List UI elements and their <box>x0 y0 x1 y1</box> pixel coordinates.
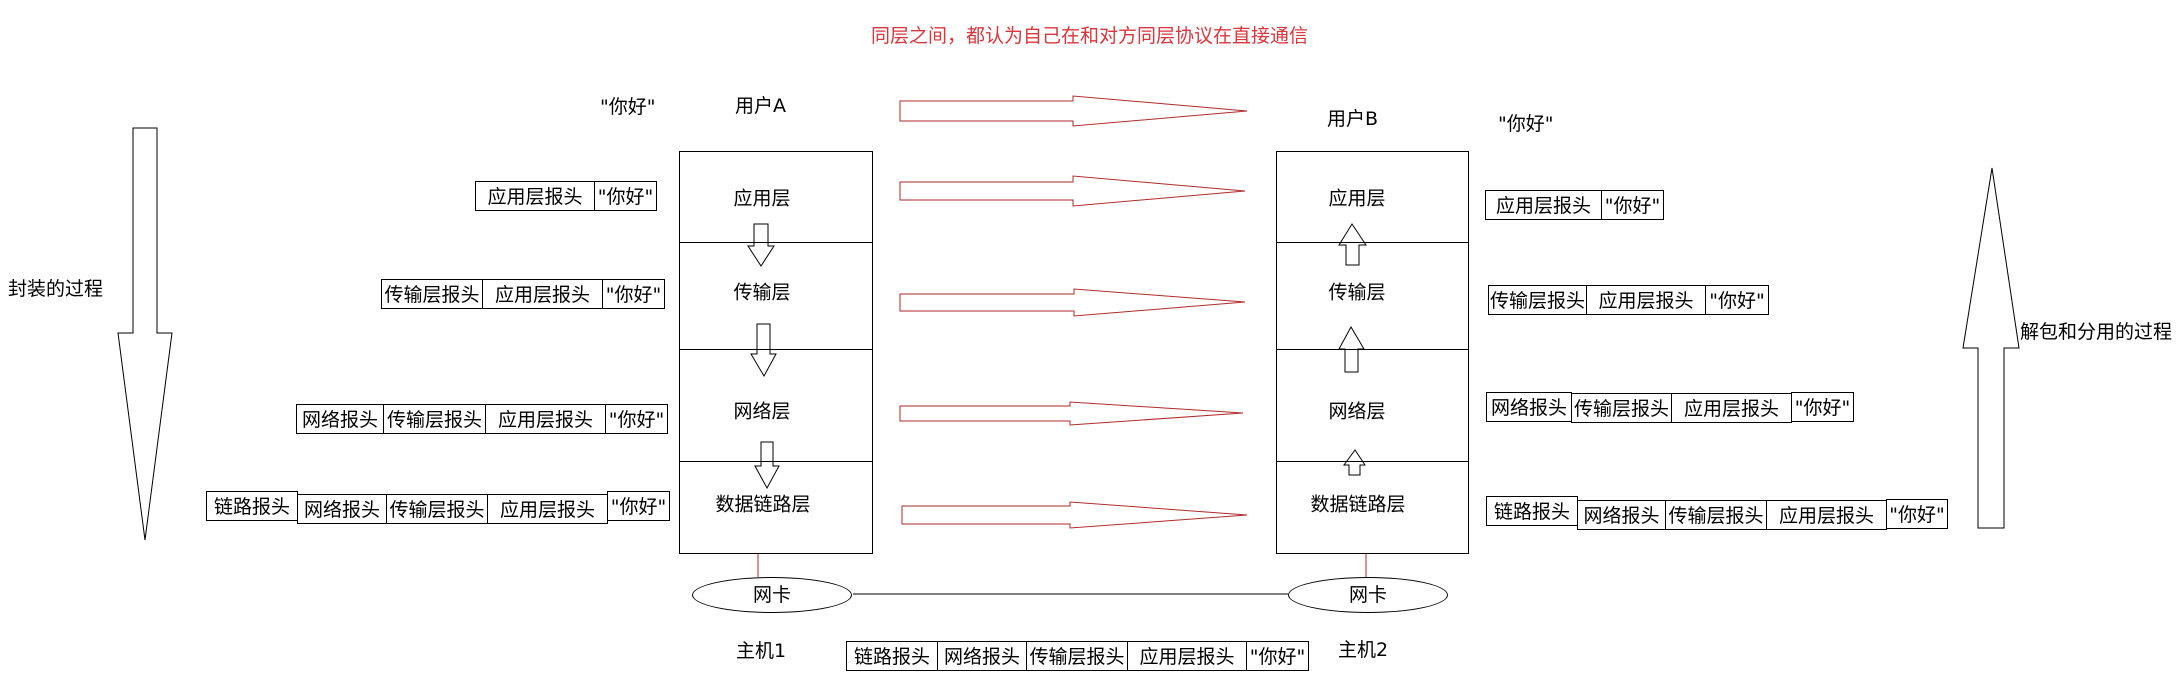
host2-layer-app: 应用层 <box>1328 187 1386 210</box>
transport-header: 传输层报头 <box>383 404 486 434</box>
host2-layer-transport: 传输层 <box>1328 281 1386 304</box>
host1-layer-divider <box>679 349 873 350</box>
peer-arrow-icon <box>899 401 1244 426</box>
host1-layer-app: 应用层 <box>733 187 791 210</box>
down-arrow-icon <box>747 223 775 267</box>
peer-arrow-icon <box>899 175 1246 207</box>
down-arrow-icon <box>754 441 780 490</box>
host2-name: 主机2 <box>1338 639 1389 661</box>
app-header: 应用层报头 <box>1586 285 1706 315</box>
message-a: "你好" <box>600 96 656 118</box>
host2-layer-network: 网络层 <box>1328 400 1386 423</box>
message-b: "你好" <box>1498 113 1554 135</box>
encapsulation-caption: 封装的过程 <box>8 278 104 300</box>
transport-header: 传输层报头 <box>1026 641 1128 671</box>
down-arrow-icon <box>750 323 777 378</box>
payload: "你好" <box>607 491 670 521</box>
network-header: 网络报头 <box>1577 500 1666 530</box>
host1-layer-divider <box>679 242 873 243</box>
link-header: 链路报头 <box>1486 496 1578 526</box>
peer-arrow-icon <box>901 501 1248 529</box>
peer-arrow-icon <box>899 288 1246 317</box>
network-header: 网络报头 <box>297 494 387 524</box>
host2-layer-divider <box>1276 461 1469 462</box>
network-header: 网络报头 <box>1486 392 1572 422</box>
host1-stack <box>679 151 873 554</box>
up-arrow-icon <box>1343 449 1366 476</box>
payload: "你好" <box>1705 285 1769 315</box>
payload: "你好" <box>605 404 668 434</box>
nic-host1: 网卡 <box>692 577 852 613</box>
link-header: 链路报头 <box>206 491 298 521</box>
host2-layer-divider <box>1276 242 1469 243</box>
app-header: 应用层报头 <box>1485 190 1602 220</box>
app-header: 应用层报头 <box>485 404 606 434</box>
transport-header: 传输层报头 <box>386 494 488 524</box>
user-a-label: 用户A <box>735 95 786 117</box>
user-b-label: 用户B <box>1327 108 1379 130</box>
nic-host2: 网卡 <box>1288 577 1448 613</box>
payload: "你好" <box>594 181 657 211</box>
transport-header: 传输层报头 <box>1488 285 1587 315</box>
payload: "你好" <box>1791 392 1854 422</box>
app-header: 应用层报头 <box>1766 500 1887 530</box>
app-header: 应用层报头 <box>475 181 595 211</box>
host1-layer-link: 数据链路层 <box>715 493 811 516</box>
link-header: 链路报头 <box>846 641 938 671</box>
app-header: 应用层报头 <box>1671 393 1792 423</box>
demux-arrow-icon <box>1962 167 2020 529</box>
transport-header: 传输层报头 <box>1571 393 1672 423</box>
encapsulation-arrow-icon <box>117 127 173 541</box>
host1-layer-transport: 传输层 <box>733 281 791 304</box>
app-header: 应用层报头 <box>487 494 608 524</box>
host1-layer-network: 网络层 <box>733 400 791 423</box>
diagram-title: 同层之间，都认为自己在和对方同层协议在直接通信 <box>871 25 1309 47</box>
up-arrow-icon <box>1338 223 1367 266</box>
payload: "你好" <box>1601 190 1664 220</box>
transport-header: 传输层报头 <box>381 279 483 309</box>
network-header: 网络报头 <box>296 404 384 434</box>
host2-layer-divider <box>1276 349 1469 350</box>
network-header: 网络报头 <box>937 641 1027 671</box>
peer-arrow-icon <box>899 95 1248 127</box>
transport-header: 传输层报头 <box>1665 500 1767 530</box>
payload: "你好" <box>1886 499 1948 529</box>
host2-stack <box>1276 151 1469 554</box>
host1-name: 主机1 <box>736 640 787 662</box>
demux-caption: 解包和分用的过程 <box>2020 321 2173 343</box>
payload: "你好" <box>602 279 665 309</box>
payload: "你好" <box>1246 641 1309 671</box>
host2-layer-link: 数据链路层 <box>1310 493 1406 516</box>
app-header: 应用层报头 <box>1127 641 1247 671</box>
app-header: 应用层报头 <box>482 279 603 309</box>
host1-layer-divider <box>679 461 873 462</box>
